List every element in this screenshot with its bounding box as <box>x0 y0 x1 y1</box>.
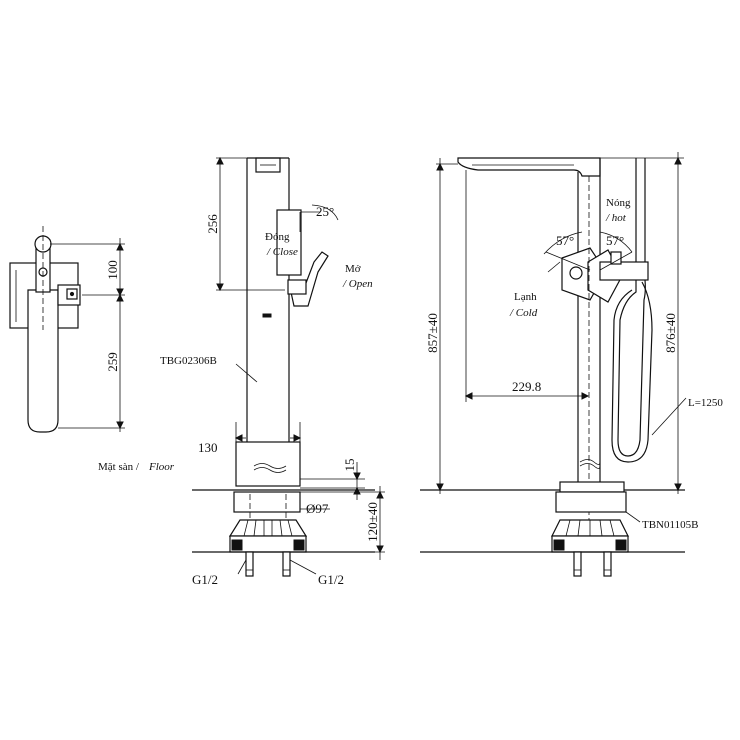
model-base-label: TBN01105B <box>642 519 698 531</box>
g12-left-label: G1/2 <box>192 572 218 587</box>
dim-o97-label: Ø97 <box>306 501 329 516</box>
angle-25-label: 25° <box>316 204 334 219</box>
dim-229-label: 229.8 <box>512 379 541 394</box>
cold-label-vi: Lạnh <box>514 291 537 303</box>
dim-15-label: 15 <box>342 459 357 472</box>
open-label-vi: Mở <box>345 263 361 275</box>
faucet-front-view <box>192 156 385 577</box>
hot-label-en: / hot <box>605 212 627 224</box>
dim-259-label: 259 <box>105 352 120 372</box>
handle-side-view <box>9 226 125 433</box>
model-body-label: TBG02306B <box>160 355 217 367</box>
hose-length-label: L=1250 <box>688 397 723 409</box>
close-label-vi: Đóng <box>265 231 290 243</box>
dim-876-label: 876±40 <box>663 313 678 353</box>
open-label-en: / Open <box>342 278 373 290</box>
dim-130-label: 130 <box>198 440 218 455</box>
dim-857-label: 857±40 <box>425 313 440 353</box>
dim-100-label: 100 <box>105 260 120 280</box>
cold-label-en: / Cold <box>509 307 538 319</box>
angle-57-right-label: 57° <box>606 233 624 248</box>
dim-256-label: 256 <box>205 214 220 234</box>
dim-120-label: 120±40 <box>365 502 380 542</box>
floor-label-vi: Mặt sàn / <box>98 461 140 473</box>
g12-right-label: G1/2 <box>318 572 344 587</box>
angle-57-left-label: 57° <box>556 233 574 248</box>
floor-label-en: Floor <box>148 461 175 473</box>
close-label-en: / Close <box>266 246 298 258</box>
hot-label-vi: Nóng <box>606 197 631 209</box>
faucet-side-view <box>420 152 687 577</box>
